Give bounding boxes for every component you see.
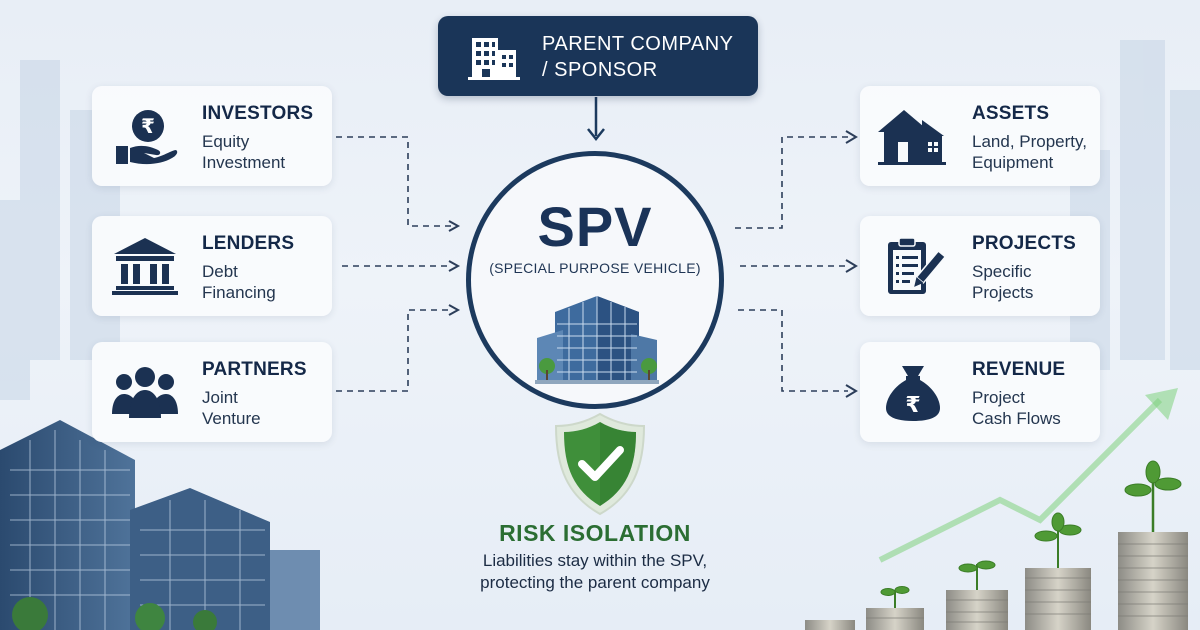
svg-text:₹: ₹ xyxy=(141,114,155,138)
house-icon xyxy=(878,110,946,165)
assets-card: ASSETS Land, Property, Equipment xyxy=(860,86,1100,186)
partners-title: PARTNERS xyxy=(202,359,307,380)
lenders-card: LENDERS Debt Financing xyxy=(92,216,332,316)
revenue-card: ₹ REVENUE Project Cash Flows xyxy=(860,342,1100,442)
parent-company-box: PARENT COMPANY / SPONSOR xyxy=(438,16,758,96)
assets-line2: Equipment xyxy=(972,153,1054,172)
projects-title: PROJECTS xyxy=(972,233,1077,254)
investors-line2: Investment xyxy=(202,153,286,172)
lenders-line1: Debt xyxy=(202,262,238,281)
risk-isolation-line1: Liabilities stay within the SPV, xyxy=(482,551,708,570)
partners-line2: Venture xyxy=(202,409,261,428)
coin-stacks xyxy=(805,460,1188,630)
rupee-money-bag-icon: ₹ xyxy=(886,366,940,421)
assets-title: ASSETS xyxy=(972,103,1050,124)
investors-line1: Equity xyxy=(202,132,250,151)
projects-line1: Specific xyxy=(972,262,1032,281)
risk-isolation-line2: protecting the parent company xyxy=(480,573,710,592)
partners-card: PARTNERS Joint Venture xyxy=(92,342,332,442)
left-buildings xyxy=(0,420,320,630)
revenue-title: REVENUE xyxy=(972,359,1066,380)
people-group-icon xyxy=(112,367,178,418)
projects-card: PROJECTS Specific Projects xyxy=(860,216,1100,316)
lenders-line2: Financing xyxy=(202,283,276,302)
rupee-hand-icon: ₹ xyxy=(116,110,178,165)
office-tower-icon xyxy=(535,296,659,384)
investors-title: INVESTORS xyxy=(202,103,314,124)
spv-title: SPV xyxy=(537,195,653,258)
office-building-icon xyxy=(468,38,520,80)
spv-subtitle: (SPECIAL PURPOSE VEHICLE) xyxy=(489,260,701,276)
spv-circle: SPV (SPECIAL PURPOSE VEHICLE) xyxy=(466,151,724,409)
revenue-line2: Cash Flows xyxy=(972,409,1061,428)
lenders-title: LENDERS xyxy=(202,233,295,254)
bank-icon xyxy=(112,238,178,295)
svg-text:₹: ₹ xyxy=(905,393,920,418)
parent-title-line2: / SPONSOR xyxy=(542,59,658,81)
clipboard-pen-icon xyxy=(888,237,947,294)
partners-line1: Joint xyxy=(202,388,238,407)
check-shield-icon xyxy=(554,412,646,516)
revenue-line1: Project xyxy=(972,388,1025,407)
assets-line1: Land, Property, xyxy=(972,132,1087,151)
investors-card: ₹ INVESTORS Equity Investment xyxy=(92,86,332,186)
projects-line2: Projects xyxy=(972,283,1034,302)
connectors xyxy=(336,136,848,392)
risk-isolation-title: RISK ISOLATION xyxy=(499,520,691,546)
parent-title-line1: PARENT COMPANY xyxy=(542,33,734,55)
